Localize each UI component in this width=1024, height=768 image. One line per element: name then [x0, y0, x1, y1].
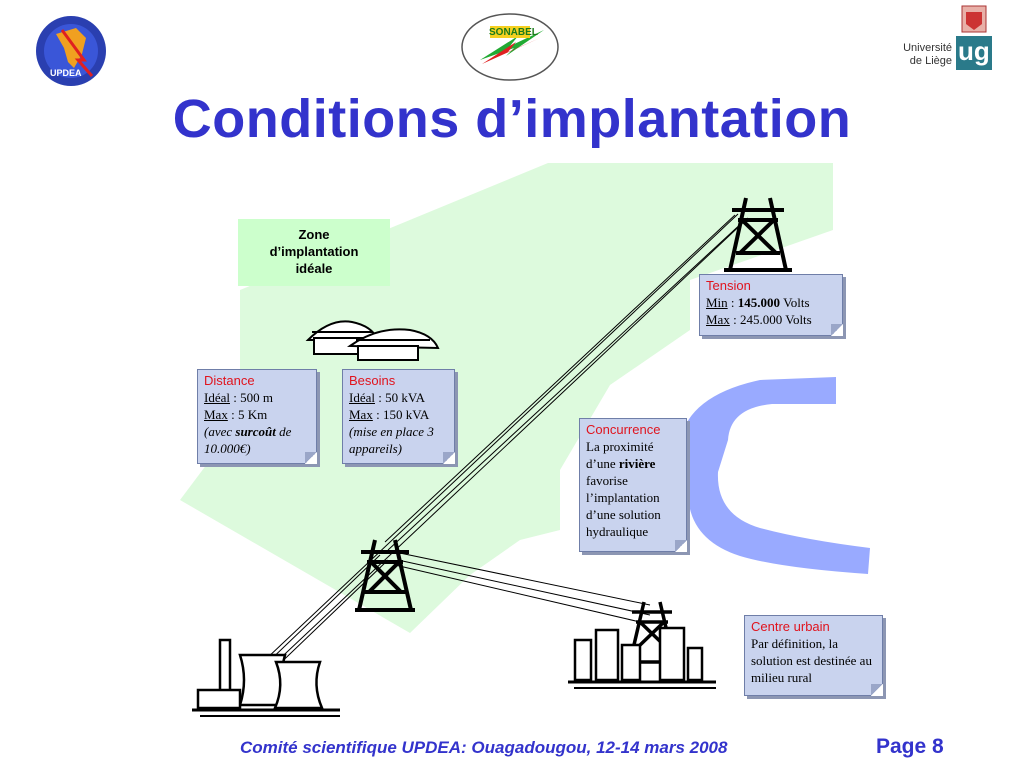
power-plant-icon — [192, 638, 340, 717]
concurrence-text2: favorise l’implantation d’une solution h… — [586, 473, 661, 539]
tension-max-value: 245.000 Volts — [739, 312, 812, 327]
ulg-crest-icon — [956, 5, 992, 70]
besoins-max-label: Max — [349, 407, 373, 422]
distance-heading: Distance — [204, 373, 255, 388]
tension-max: Max : 245.000 Volts — [706, 312, 812, 327]
distance-extra-rest: de 10.000€) — [204, 424, 292, 456]
distance-max-label: Max — [204, 407, 228, 422]
page-title: Conditions d’implantation — [172, 89, 852, 149]
distance-extra-bold: surcoût — [235, 424, 276, 439]
ulg-line2: de Liège — [909, 55, 952, 67]
ulg-logo-text: Université de Liège — [900, 42, 952, 68]
zone-line3: idéale — [295, 261, 333, 276]
distance-ideal-value: 500 m — [240, 390, 273, 405]
besoins-heading: Besoins — [349, 373, 396, 388]
page-number: Page 8 — [876, 735, 944, 758]
distance-max-value: 5 Km — [237, 407, 268, 422]
tension-min-value: 145.000 — [737, 295, 781, 310]
updea-logo-text: UPDEA — [50, 68, 82, 78]
centre-heading: Centre urbain — [751, 619, 830, 634]
pylon-icon — [724, 197, 792, 272]
zone-line2: d’implantation — [269, 244, 359, 259]
pylon-icon — [355, 539, 415, 612]
city-icon — [568, 626, 716, 689]
besoins-max-value: 150 kVA — [382, 407, 430, 422]
tension-min: Min : 145.000 Volts — [706, 295, 810, 310]
besoins-max: Max : 150 kVA — [349, 407, 430, 422]
centre-urbain-note: Centre urbain Par définition, la solutio… — [744, 615, 883, 696]
distance-max: Max : 5 Km — [204, 407, 268, 422]
distance-extra: (avec surcoût de 10.000€) — [204, 423, 310, 457]
power-lines — [261, 213, 749, 676]
tension-max-label: Max — [706, 312, 730, 327]
footer-text: Comité scientifique UPDEA: Ouagadougou, … — [240, 738, 728, 757]
updea-logo — [36, 16, 106, 86]
tension-min-unit: Volts — [783, 295, 810, 310]
tension-min-label: Min — [706, 295, 728, 310]
distance-ideal-label: Idéal — [204, 390, 230, 405]
besoins-extra: (mise en place 3 appareils) — [349, 424, 434, 456]
ulg-line1: Université — [903, 42, 952, 54]
concurrence-note: Concurrence La proximité d’une rivière f… — [579, 418, 687, 552]
ulg-mark: ug — [958, 36, 990, 66]
besoins-ideal-value: 50 kVA — [385, 390, 425, 405]
concurrence-text: La proximité d’une rivière favorise l’im… — [586, 438, 680, 540]
zone-ideale-label: Zone d’implantation idéale — [238, 219, 390, 286]
concurrence-text-bold: rivière — [618, 456, 656, 471]
sonabel-logo-text: SONABEL — [489, 27, 538, 38]
distance-ideal: Idéal : 500 m — [204, 390, 273, 405]
distance-extra-open: (avec — [204, 424, 236, 439]
tension-heading: Tension — [706, 278, 751, 293]
zone-line1: Zone — [298, 227, 330, 242]
sonabel-logo — [461, 13, 559, 81]
concurrence-heading: Concurrence — [586, 422, 661, 437]
concurrence-text1: La proximité d’une — [586, 439, 654, 471]
besoins-ideal-label: Idéal — [349, 390, 375, 405]
tension-note: Tension Min : 145.000 Volts Max : 245.00… — [699, 274, 843, 336]
river-shape — [680, 377, 870, 574]
distance-note: Distance Idéal : 500 m Max : 5 Km (avec … — [197, 369, 317, 464]
centre-text: Par définition, la solution est destinée… — [751, 636, 872, 685]
besoins-note: Besoins Idéal : 50 kVA Max : 150 kVA (mi… — [342, 369, 455, 464]
village-huts-icon — [305, 320, 440, 361]
besoins-ideal: Idéal : 50 kVA — [349, 390, 425, 405]
